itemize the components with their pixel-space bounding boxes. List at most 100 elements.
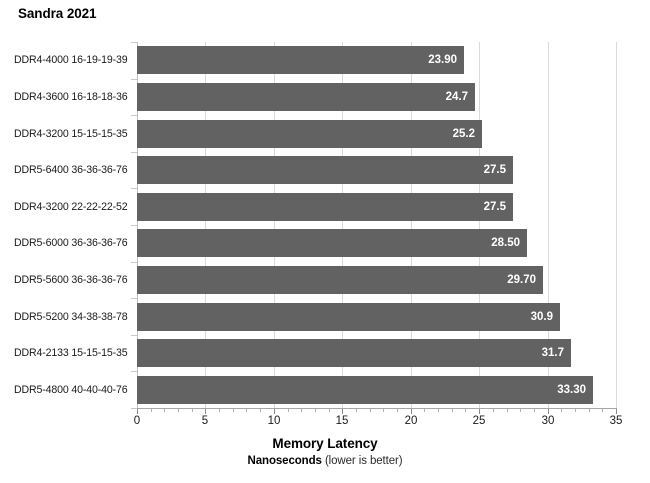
bar-value-label: 29.70 bbox=[507, 274, 536, 286]
x-axis-minor-tick bbox=[602, 409, 603, 412]
x-axis-major-tick bbox=[137, 409, 138, 414]
x-axis-minor-tick bbox=[315, 409, 316, 412]
bar bbox=[137, 193, 513, 221]
x-axis-minor-tick bbox=[465, 409, 466, 412]
x-axis-minor-tick bbox=[370, 409, 371, 412]
bar bbox=[137, 266, 543, 294]
gridline bbox=[548, 42, 549, 408]
x-axis-subtitle-note: (lower is better) bbox=[324, 455, 403, 467]
y-axis-tick bbox=[131, 335, 137, 336]
y-axis-tick bbox=[131, 225, 137, 226]
category-label: DDR4-3200 15-15-15-35 bbox=[14, 128, 128, 140]
x-tick-label: 10 bbox=[267, 415, 281, 427]
x-axis-minor-tick bbox=[164, 409, 165, 412]
bar bbox=[137, 156, 513, 184]
x-tick-label: 5 bbox=[201, 415, 209, 427]
y-axis-tick bbox=[131, 408, 137, 409]
x-axis-minor-tick bbox=[233, 409, 234, 412]
x-axis-line bbox=[137, 408, 617, 409]
y-axis-tick bbox=[131, 152, 137, 153]
x-axis-major-tick bbox=[548, 409, 549, 414]
category-label: DDR4-3200 22-22-22-52 bbox=[14, 201, 128, 213]
x-tick-label: 35 bbox=[609, 415, 623, 427]
x-axis-major-tick bbox=[616, 409, 617, 414]
x-tick-label: 20 bbox=[404, 415, 418, 427]
x-axis-minor-tick bbox=[534, 409, 535, 412]
bar-value-label: 30.9 bbox=[530, 311, 553, 323]
x-axis-minor-tick bbox=[507, 409, 508, 412]
bar bbox=[137, 303, 560, 331]
bar-item: 23.90 bbox=[137, 46, 464, 74]
bar-value-label: 28.50 bbox=[491, 237, 520, 249]
gridline bbox=[137, 42, 138, 408]
gridline bbox=[205, 42, 206, 408]
category-label: DDR5-4800 40-40-40-76 bbox=[14, 384, 128, 396]
bar-item: 27.5 bbox=[137, 156, 513, 184]
x-axis-major-tick bbox=[274, 409, 275, 414]
x-axis-minor-tick bbox=[151, 409, 152, 412]
gridline bbox=[274, 42, 275, 408]
y-axis-tick bbox=[131, 262, 137, 263]
bar-item: 33.30 bbox=[137, 376, 593, 404]
bar-item: 25.2 bbox=[137, 120, 482, 148]
category-label: DDR5-5600 36-36-36-76 bbox=[14, 274, 128, 286]
y-axis-tick bbox=[131, 298, 137, 299]
category-label: DDR5-6400 36-36-36-76 bbox=[14, 164, 128, 176]
x-axis-major-tick bbox=[205, 409, 206, 414]
bar bbox=[137, 120, 482, 148]
category-label: DDR4-4000 16-19-19-39 bbox=[14, 54, 128, 66]
bar-value-label: 27.5 bbox=[483, 164, 506, 176]
bar bbox=[137, 83, 475, 111]
x-axis-minor-tick bbox=[356, 409, 357, 412]
bar-item: 30.9 bbox=[137, 303, 560, 331]
bar-item: 28.50 bbox=[137, 229, 527, 257]
bar-value-label: 31.7 bbox=[541, 347, 564, 359]
x-axis-major-tick bbox=[479, 409, 480, 414]
x-tick-label: 30 bbox=[541, 415, 555, 427]
x-axis-minor-tick bbox=[219, 409, 220, 412]
category-label: DDR4-3600 16-18-18-36 bbox=[14, 91, 128, 103]
gridline bbox=[616, 42, 617, 408]
y-axis-tick bbox=[131, 371, 137, 372]
bar-item: 29.70 bbox=[137, 266, 543, 294]
x-axis-minor-tick bbox=[561, 409, 562, 412]
x-axis-minor-tick bbox=[301, 409, 302, 412]
bar-item: 31.7 bbox=[137, 339, 571, 367]
bar bbox=[137, 376, 593, 404]
x-axis-major-tick bbox=[342, 409, 343, 414]
x-tick-label: 0 bbox=[133, 415, 141, 427]
bar-value-label: 25.2 bbox=[452, 128, 475, 140]
bar-value-label: 24.7 bbox=[445, 91, 468, 103]
chart-title: Sandra 2021 bbox=[18, 6, 97, 21]
bar-value-label: 23.90 bbox=[428, 54, 457, 66]
x-axis-minor-tick bbox=[246, 409, 247, 412]
x-axis-title: Memory Latency bbox=[272, 436, 378, 451]
y-axis-tick bbox=[131, 188, 137, 189]
x-axis-minor-tick bbox=[589, 409, 590, 412]
x-axis-minor-tick bbox=[178, 409, 179, 412]
x-axis-minor-tick bbox=[424, 409, 425, 412]
gridline bbox=[411, 42, 412, 408]
gridline bbox=[342, 42, 343, 408]
category-label: DDR5-6000 36-36-36-76 bbox=[14, 237, 128, 249]
y-axis-tick bbox=[131, 42, 137, 43]
bar bbox=[137, 229, 527, 257]
x-axis-minor-tick bbox=[260, 409, 261, 412]
x-axis-major-tick bbox=[411, 409, 412, 414]
x-axis-minor-tick bbox=[397, 409, 398, 412]
x-tick-label: 15 bbox=[335, 415, 349, 427]
bar-item: 27.5 bbox=[137, 193, 513, 221]
x-axis-minor-tick bbox=[575, 409, 576, 412]
gridline bbox=[479, 42, 480, 408]
x-axis-minor-tick bbox=[493, 409, 494, 412]
x-axis-minor-tick bbox=[288, 409, 289, 412]
x-axis-subtitle: Nanoseconds (lower is better) bbox=[0, 455, 650, 467]
category-label: DDR4-2133 15-15-15-35 bbox=[14, 347, 128, 359]
x-axis-minor-tick bbox=[438, 409, 439, 412]
category-label: DDR5-5200 34-38-38-78 bbox=[14, 311, 128, 323]
bar-item: 24.7 bbox=[137, 83, 475, 111]
y-axis-tick bbox=[131, 115, 137, 116]
bar-value-label: 27.5 bbox=[483, 201, 506, 213]
x-axis-minor-tick bbox=[452, 409, 453, 412]
